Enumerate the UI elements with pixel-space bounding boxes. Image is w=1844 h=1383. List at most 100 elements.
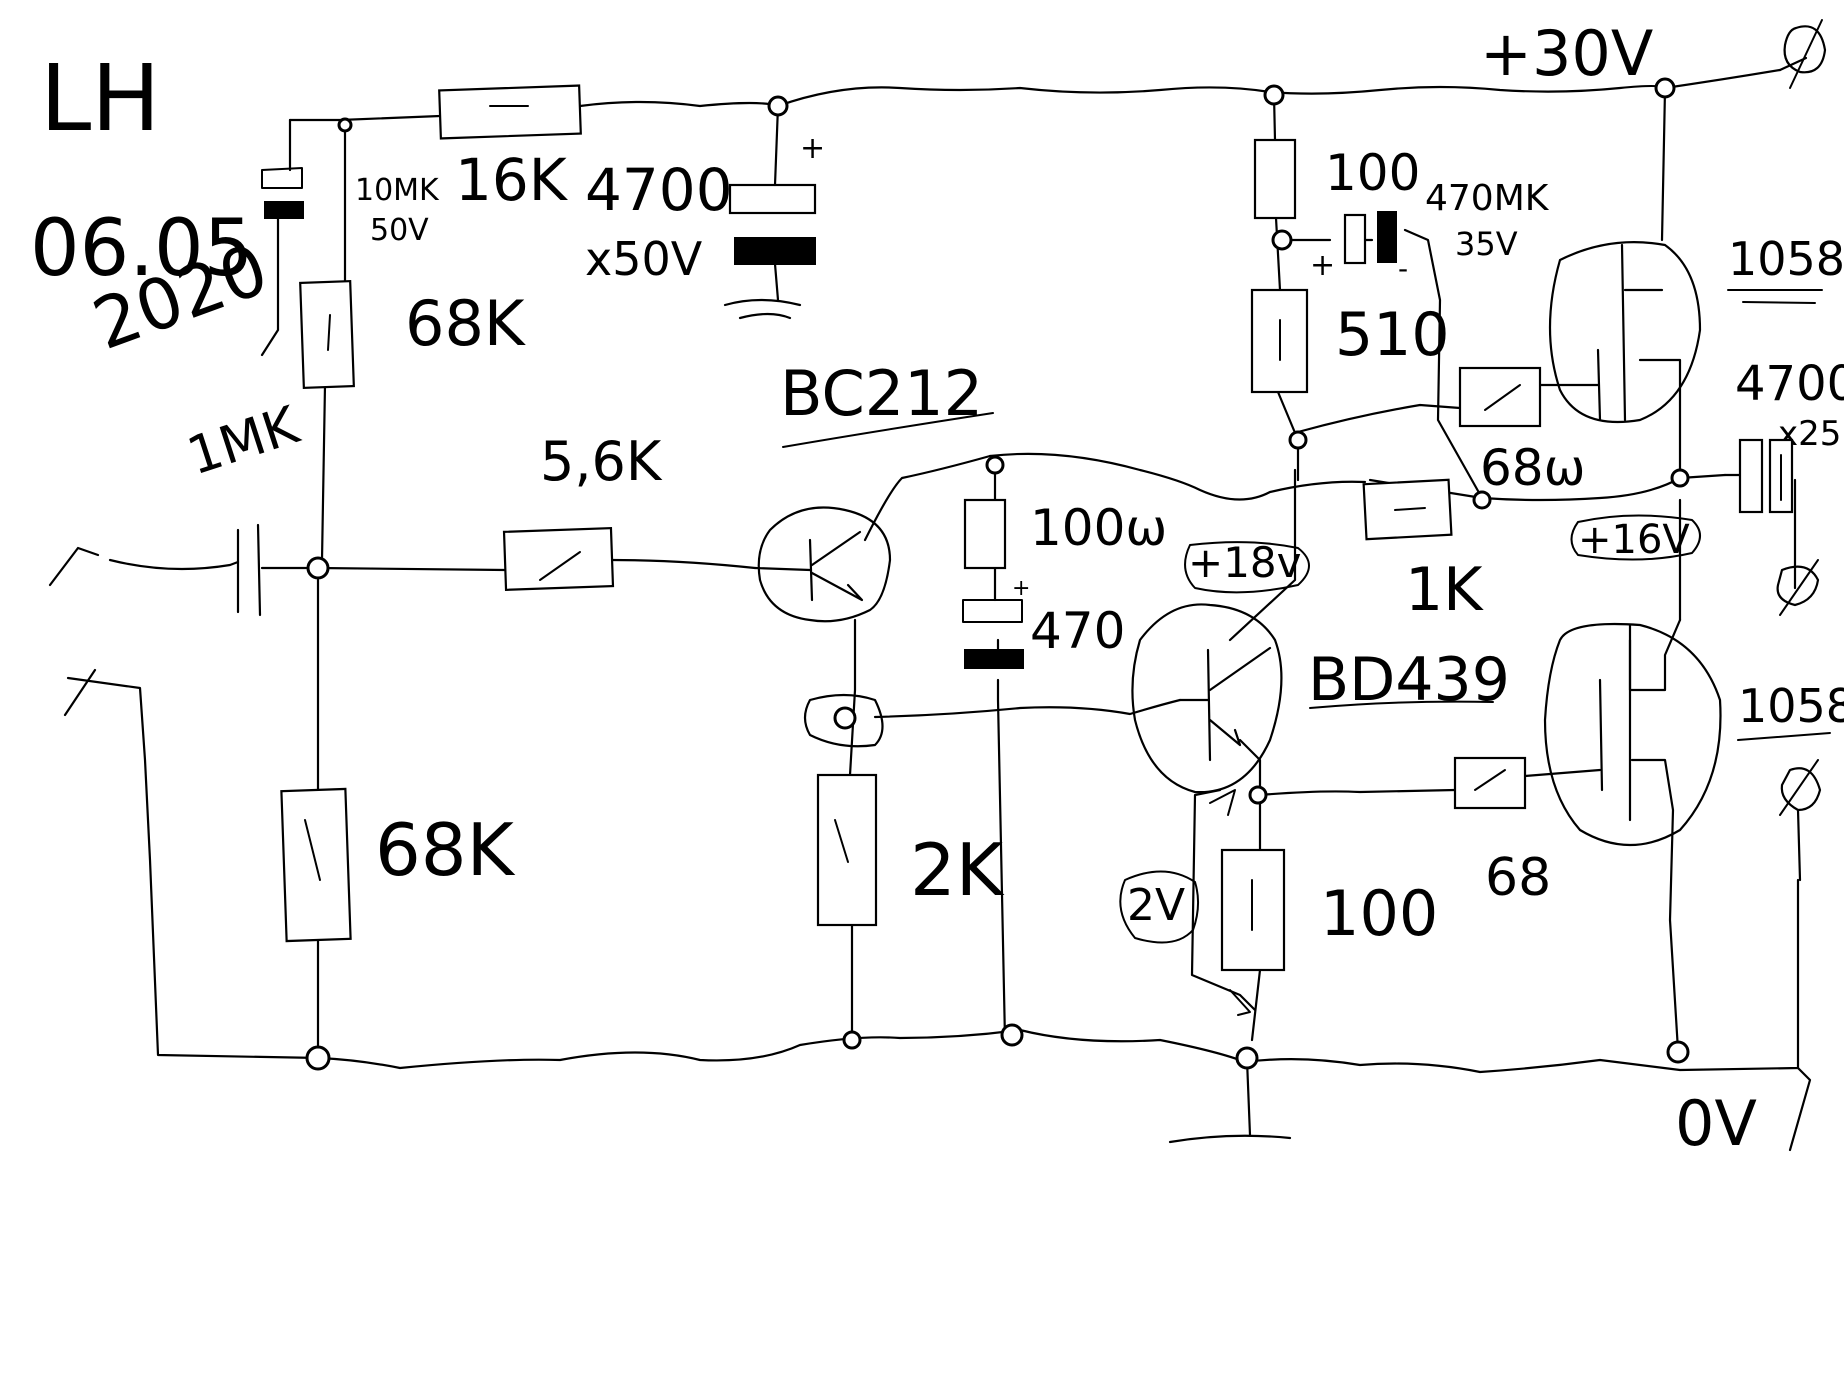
junction-node <box>1235 1046 1259 1070</box>
junction-node <box>1000 1023 1024 1047</box>
vas-collector-wire <box>1228 468 1297 642</box>
speaker-plus-terminal <box>1776 565 1820 607</box>
q-driver-outline <box>757 506 892 623</box>
supply-terminal-slash <box>1789 19 1823 89</box>
c-feedback-fill <box>964 649 1024 669</box>
r-top-value: 16K <box>455 146 569 214</box>
r-link-value: 1K <box>1405 555 1484 625</box>
c-output-plate <box>1738 438 1764 514</box>
q-out-upper-outline <box>1548 241 1702 424</box>
emitter-probe-wire <box>1190 788 1257 1012</box>
collector-to-gate-wire <box>1296 403 1462 434</box>
vas-emitter-gate-wire <box>1258 788 1457 797</box>
q-out-upper-gate-bar <box>1596 243 1627 422</box>
c-bootstrap-fill <box>1377 211 1397 263</box>
r-collector-mid-value: 510 <box>1335 300 1450 370</box>
c-feedback-plus: + <box>1012 576 1030 601</box>
c-bootstrap-plus: + <box>1310 248 1335 283</box>
junction-node <box>1654 77 1676 99</box>
driver-emitter-vas-wire <box>873 698 1182 719</box>
q-driver-collector-wire <box>863 454 992 542</box>
r-collector-top-body <box>1253 138 1297 220</box>
c-supply-value: 4700 <box>585 156 733 224</box>
c-top-left-lead <box>260 118 292 357</box>
input-ground-wire <box>63 668 322 1060</box>
q-out-lower-gate-wire <box>1523 768 1602 778</box>
ground-rail-wire <box>318 878 1800 1074</box>
q-out-lower-source-wire <box>1630 758 1680 1052</box>
q-out-upper-underline <box>1727 289 1823 304</box>
junction-node <box>1472 490 1492 510</box>
probe-arrow-bottom <box>1229 989 1251 1016</box>
bias-upper-lead <box>320 123 347 562</box>
r-gate-lower-mark <box>1474 769 1506 791</box>
c-supply-lead <box>723 104 802 320</box>
q-driver-base-bar <box>808 538 814 602</box>
driver-emitter-node <box>803 693 884 748</box>
q-vas-underline <box>1309 700 1494 709</box>
junction-node <box>306 556 330 580</box>
c-feedback-plate <box>962 599 1023 623</box>
junction-node <box>833 706 857 730</box>
q-vas-label: BD439 <box>1308 645 1510 715</box>
r-emitter-body <box>816 773 878 927</box>
c-bootstrap-voltage: 35V <box>1455 225 1518 263</box>
junction-node <box>1670 468 1690 488</box>
junction-node <box>1271 229 1293 251</box>
c-bootstrap-plate <box>1343 213 1367 265</box>
output-node-wire <box>1480 473 1727 502</box>
c-top-left-fill <box>264 201 304 219</box>
q-driver-label: BC212 <box>780 357 983 430</box>
c-supply-voltage: x50V <box>585 232 703 286</box>
c-input-value: 1MK <box>180 395 307 487</box>
junction-node <box>1288 430 1308 450</box>
c-input-plates <box>236 523 262 617</box>
ground-terminal-tail <box>1788 1066 1812 1152</box>
r-input-value: 5,6K <box>540 430 663 493</box>
date-line-1: 06.05 <box>30 204 253 294</box>
author-mark: LH <box>40 45 160 152</box>
supply-terminal <box>1783 25 1827 74</box>
v-vas-collector-oval <box>1184 541 1310 594</box>
v-output-label: +16V <box>1578 517 1690 563</box>
q-driver-underline <box>782 412 994 448</box>
probe-arrow-top <box>1209 789 1236 816</box>
r-bias-upper-mark <box>327 314 331 351</box>
r-emitter-value: 2K <box>910 828 1005 912</box>
r-feedback-body <box>963 498 1007 570</box>
junction-node <box>985 455 1005 475</box>
r-gate-upper-mark <box>1484 384 1521 411</box>
c-supply-plus: + <box>800 131 825 166</box>
q-driver-leads <box>810 530 864 602</box>
r-gate-upper-body <box>1458 366 1542 428</box>
c-feedback-value: 470 <box>1030 602 1125 660</box>
q-out-upper-source-wire <box>1638 358 1682 622</box>
junction-node <box>767 95 789 117</box>
c-supply-fill <box>734 237 816 265</box>
q-vas-leads <box>1208 646 1272 747</box>
r-input-mark <box>539 551 581 581</box>
r-gate-lower-value: 68 <box>1485 848 1551 908</box>
r-bias-lower-mark <box>304 819 321 881</box>
ground-rail-label: 0V <box>1675 1087 1757 1160</box>
junction-node <box>1666 1040 1690 1064</box>
speaker-minus-slash <box>1779 759 1819 816</box>
q-out-lower-underline <box>1737 732 1831 741</box>
junction-node <box>337 117 353 133</box>
speaker-terminal-wire <box>1796 808 1802 882</box>
r-link-mark <box>1394 507 1426 511</box>
r-gate-lower-body <box>1453 756 1527 810</box>
supply-rail-label: +30V <box>1480 17 1653 90</box>
supply-terminal-wire <box>1778 56 1808 72</box>
input-wire <box>48 546 757 587</box>
r-emitter-mark <box>834 819 849 863</box>
r-vas-emitter-value: 100 <box>1320 877 1438 950</box>
ground-drop-wire <box>1168 1058 1292 1144</box>
r-top-body <box>438 84 582 140</box>
q-out-lower-label: 1058 <box>1738 679 1844 733</box>
r-bias-upper-value: 68K <box>405 287 526 360</box>
q-out-upper-drain-wire <box>1660 88 1667 242</box>
r-feedback-value: 100ω <box>1030 499 1167 557</box>
c-bootstrap-minus: - <box>1398 252 1408 285</box>
